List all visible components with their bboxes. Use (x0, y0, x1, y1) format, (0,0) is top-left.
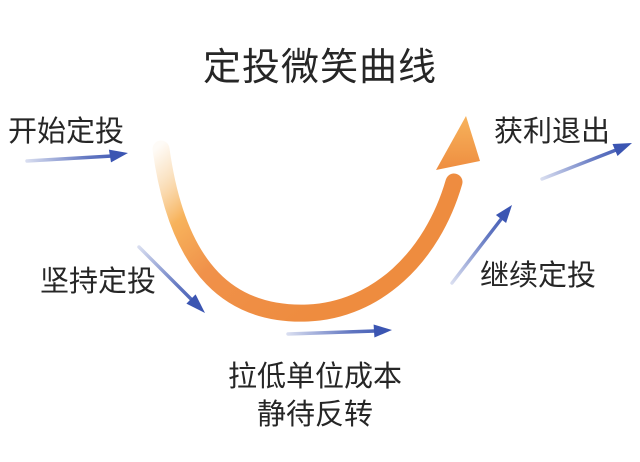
arrow-persist-icon (137, 245, 205, 313)
smile-curve (152, 140, 463, 322)
label-keep-investing: 继续定投 (480, 260, 597, 292)
label-start-investing: 开始定投 (8, 116, 125, 148)
label-wait-for-reversal-line2: 静待反转 (256, 399, 374, 431)
page-title: 定投微笑曲线 (202, 47, 438, 89)
label-lower-unit-cost-line1: 拉低单位成本 (227, 361, 403, 393)
curve-arrowhead-icon (436, 116, 480, 170)
label-take-profit-exit: 获利退出 (494, 116, 611, 148)
arrow-bottom-icon (286, 324, 392, 338)
arrow-continue-icon (450, 205, 512, 285)
label-persist-investing: 坚持定投 (40, 266, 157, 298)
arrow-exit-icon (540, 143, 632, 181)
label-lower-unit-cost: 拉低单位成本 静待反转 (228, 358, 402, 434)
arrow-start-icon (25, 149, 128, 163)
